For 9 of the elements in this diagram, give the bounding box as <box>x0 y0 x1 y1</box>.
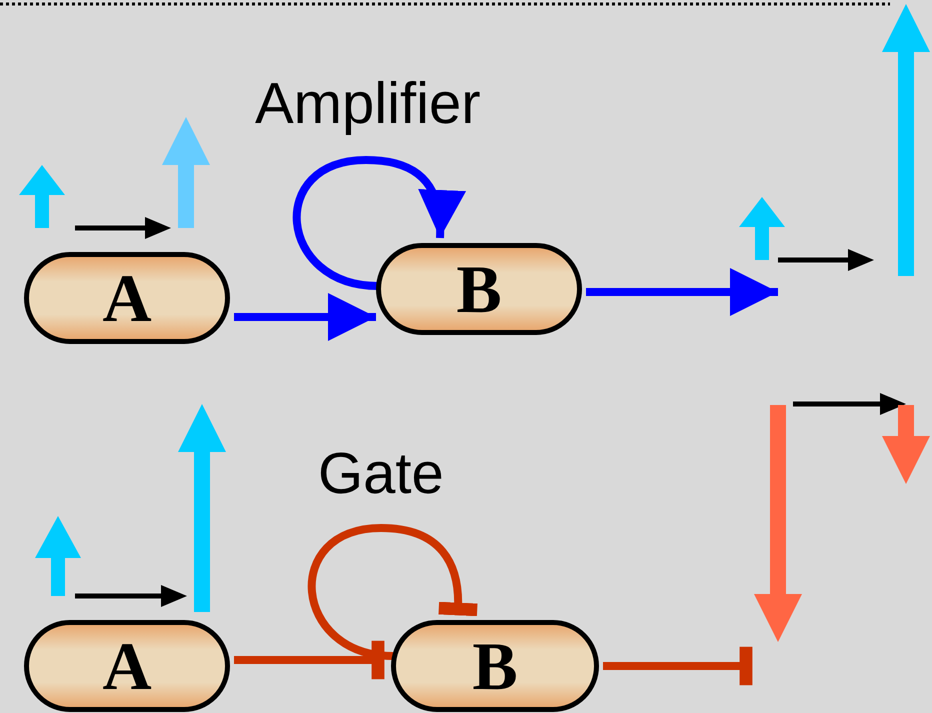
gene-box: A <box>24 620 230 712</box>
regulation-arrow <box>293 156 464 290</box>
gene-box: B <box>376 243 582 335</box>
circuit-label: Amplifier <box>255 75 481 133</box>
gene-box: A <box>24 252 230 344</box>
regulation-arrow <box>234 293 376 341</box>
regulation-arrow <box>586 268 778 316</box>
gene-box: B <box>391 620 599 712</box>
circuit-label: Gate <box>318 445 444 503</box>
